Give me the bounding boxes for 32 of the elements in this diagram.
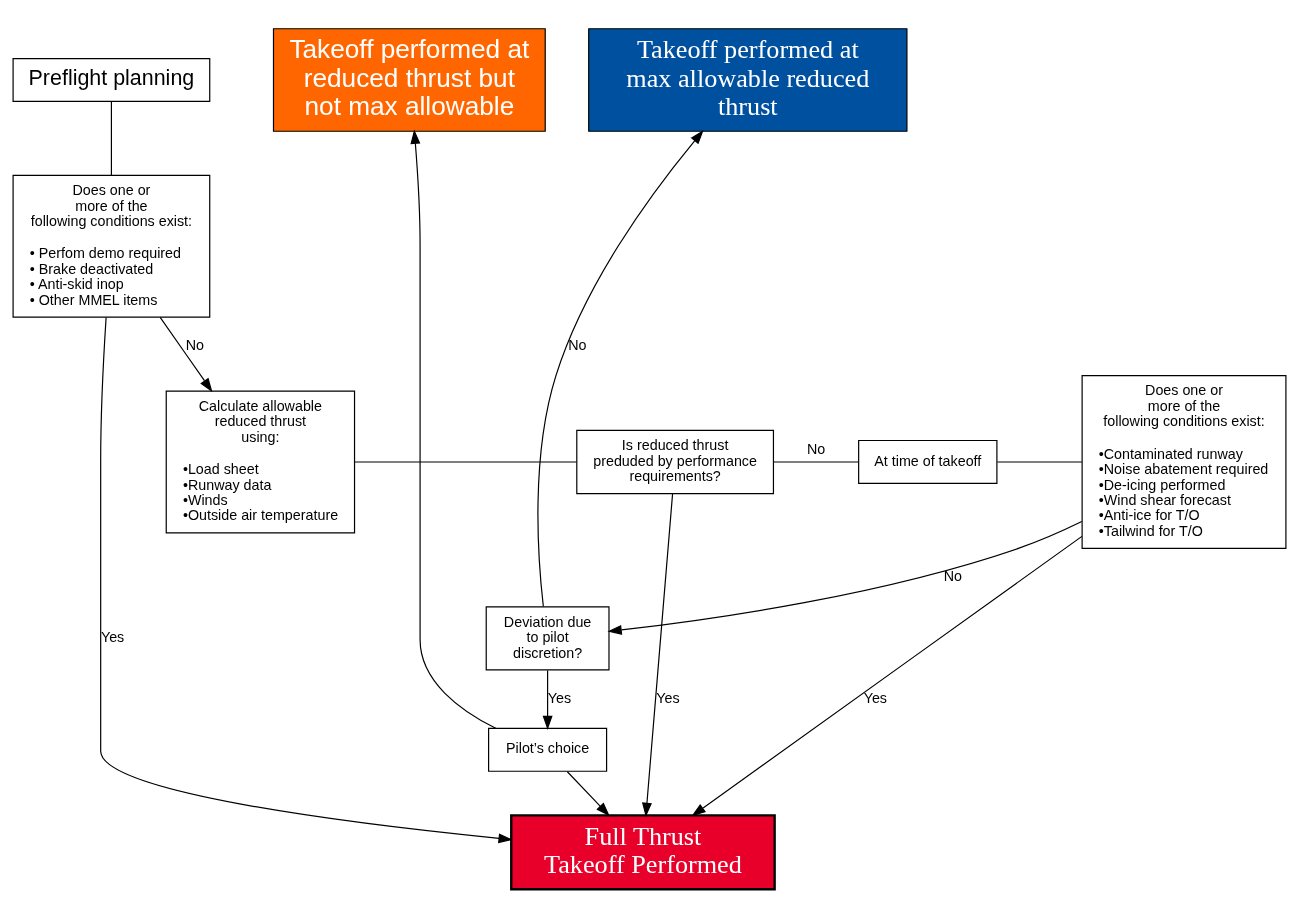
edge-label: No [568,337,587,354]
edge-label: Yes [547,689,572,706]
arrow [159,316,213,393]
node-box: Takeoff performed at max allowable reduced thrust [588,28,908,132]
node-box: Preflight planning [12,57,211,103]
arrow [566,771,610,817]
arrow [537,130,704,608]
connector [110,101,112,176]
arrow [100,316,513,844]
connector [772,461,860,463]
edge-label: Yes [656,689,680,706]
edge-label: Yes [863,689,888,706]
connector [996,461,1083,463]
node-box: Full Thrust Takeoff Performed [510,814,776,891]
node-box: Calculate allowable reduced thrust using: •Load sheet •Runway data •Winds •Outside air temperature [165,390,356,534]
node-box: At time of takeoff [858,439,998,485]
edge-label: No [943,568,962,585]
arrow [641,493,674,818]
arrow [410,129,497,729]
node-box: Deviation due to pilot discretion? [485,606,610,671]
node-box: Does one or more of the following conditions exist: •Contaminated runway •Noise abatement required •De-icing performed •Wind shear forecast •Anti-ice for T/O •Tailwind for T/O [1081,375,1287,549]
arrow [542,669,553,731]
edge-label: Yes [100,629,125,646]
node-box: Is reduced thrust preduded by performance requirements? [576,429,775,495]
arrow [691,535,1083,817]
node-box: Does one or more of the following conditions exist: • Perfom demo required • Brake deactivated • Anti-skid inop • Other MMEL items [12,174,211,318]
edge-label: No [185,337,204,354]
connector [354,461,578,463]
edge-label: No [806,441,826,458]
node-box: Pilot’s choice [488,727,608,772]
node-box: Takeoff performed at reduced thrust but not max allowable [272,28,546,132]
arrow [607,520,1083,635]
